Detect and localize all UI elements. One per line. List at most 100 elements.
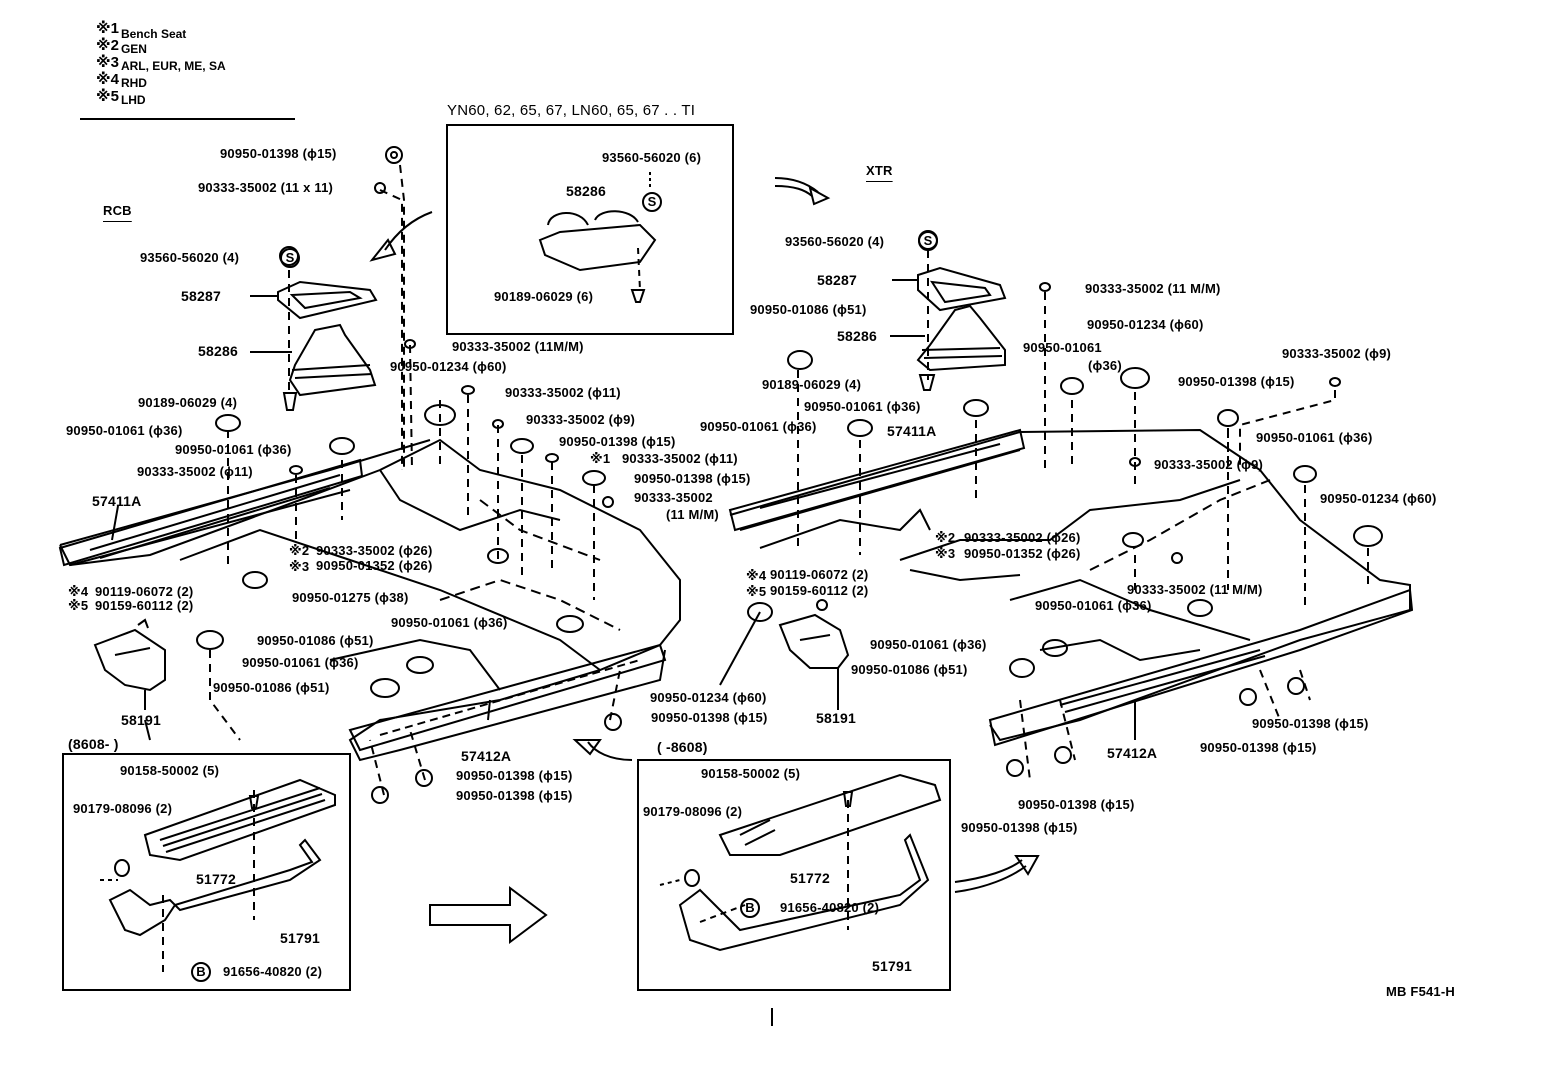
part-label: 90950-01061 (ϕ36) xyxy=(1035,598,1152,613)
part-label: 90159-60112 (2) xyxy=(770,583,869,598)
part-label: 90950-01398 (ϕ15) xyxy=(651,710,768,725)
part-label: 90950-01061 (ϕ36) xyxy=(870,637,987,652)
part-label: 51772 xyxy=(196,871,236,887)
inset-top-box xyxy=(446,124,734,335)
note-mark: ※5 xyxy=(68,598,89,613)
part-label: 90158-50002 (5) xyxy=(701,766,801,781)
right-shift-boot xyxy=(916,266,1007,372)
part-label: 90950-01086 (ϕ51) xyxy=(257,633,374,648)
s-mark-icon: S xyxy=(918,231,938,251)
part-label: 90119-06072 (2) xyxy=(95,584,194,599)
part-label: 90950-01061 (ϕ36) xyxy=(175,442,292,457)
note-mark: ※1 xyxy=(590,451,611,466)
part-label: 90333-35002 (ϕ11) xyxy=(137,464,253,479)
b-mark-icon: B xyxy=(740,898,760,918)
part-label: 91656-40820 (2) xyxy=(780,900,880,915)
part-label: 90179-08096 (2) xyxy=(73,801,173,816)
left-plugs xyxy=(137,146,622,804)
part-label: 90950-01398 (ϕ15) xyxy=(456,768,573,783)
inset-right-step xyxy=(659,773,942,952)
inset-top-boot xyxy=(538,172,657,303)
part-label: 51772 xyxy=(790,870,830,886)
inset-left-box xyxy=(62,753,351,991)
part-label: 93560-56020 (6) xyxy=(602,150,702,165)
s-mark-icon: S xyxy=(642,192,662,212)
note-mark: ※3 xyxy=(289,559,310,574)
part-label: 90333-35002 xyxy=(634,490,713,505)
part-label: 90950-01234 (ϕ60) xyxy=(390,359,507,374)
part-label: 90333-35002 (11 x 11) xyxy=(198,180,334,195)
curved-arrow-left-top xyxy=(369,211,433,262)
part-label: 90950-01352 (ϕ26) xyxy=(964,546,1081,561)
part-label: 90189-06029 (6) xyxy=(494,289,594,304)
part-label: 90950-01234 (ϕ60) xyxy=(1320,491,1437,506)
part-label: 90950-01398 (ϕ15) xyxy=(559,434,676,449)
right-sill-lower xyxy=(988,588,1414,747)
right-sill-upper xyxy=(728,428,1026,532)
part-label: 57412A xyxy=(461,748,512,764)
part-label: 90333-35002 (ϕ9) xyxy=(1154,457,1264,472)
part-label: 93560-56020 (4) xyxy=(785,234,885,249)
part-label: 90950-01398 (ϕ15) xyxy=(961,820,1078,835)
part-label: 57411A xyxy=(887,423,937,439)
part-label: 58191 xyxy=(121,712,161,728)
part-label: 90950-01398 (ϕ15) xyxy=(1252,716,1369,731)
part-label: 90333-35002 (ϕ9) xyxy=(1282,346,1392,361)
part-label: 90950-01398 (ϕ15) xyxy=(1178,374,1295,389)
part-label: 51791 xyxy=(872,958,912,974)
block-arrow-right xyxy=(429,886,548,944)
part-label: 90950-01061 (ϕ36) xyxy=(66,423,183,438)
note-mark: ※2 xyxy=(935,530,956,545)
part-label: 90950-01398 (ϕ15) xyxy=(1200,740,1317,755)
part-label: 90333-35002 (11 M/M) xyxy=(1127,582,1263,597)
part-label: (11 M/M) xyxy=(666,507,719,522)
part-label: 57412A xyxy=(1107,745,1158,761)
part-label: 90950-01398 (ϕ15) xyxy=(1018,797,1135,812)
part-label: 90333-35002 (ϕ26) xyxy=(964,530,1081,545)
part-label: 90950-01234 (ϕ60) xyxy=(1087,317,1204,332)
inset-left-step xyxy=(100,778,336,972)
part-label: 90950-01398 (ϕ15) xyxy=(456,788,573,803)
part-label: 90333-35002 (ϕ26) xyxy=(316,543,433,558)
arrow-right-inset xyxy=(954,855,1040,893)
part-label: 90950-01398 (ϕ15) xyxy=(220,146,337,161)
left-sill-lower xyxy=(348,643,667,752)
left-bracket-58191 xyxy=(93,628,166,710)
part-label: 90950-01352 (ϕ26) xyxy=(316,558,433,573)
part-label: 90333-35002 (11M/M) xyxy=(452,339,584,354)
part-label: 90950-01061 xyxy=(1023,340,1102,355)
part-label: 90950-01061 (ϕ36) xyxy=(700,419,817,434)
left-leaders xyxy=(209,164,621,796)
part-label: 90950-01275 (ϕ38) xyxy=(292,590,409,605)
note-mark: ※2 xyxy=(289,543,310,558)
section-xtr: XTR xyxy=(866,163,893,178)
part-label: 90950-01234 (ϕ60) xyxy=(650,690,767,705)
part-label: 90189-06029 (4) xyxy=(138,395,238,410)
part-label: 58287 xyxy=(817,272,857,288)
note-mark: ※4 xyxy=(68,584,89,599)
left-sill-upper xyxy=(58,458,364,567)
note-mark: ※5 xyxy=(746,584,767,599)
inset-top-title: YN60, 62, 65, 67, LN60, 65, 67 . . TI xyxy=(447,102,696,119)
curved-arrow-bottom-mid xyxy=(572,739,633,761)
part-label: 93560-56020 (4) xyxy=(140,250,240,265)
part-label: 90189-06029 (4) xyxy=(762,377,862,392)
part-label: 58286 xyxy=(566,183,606,199)
part-label: 90950-01086 (ϕ51) xyxy=(750,302,867,317)
part-label: 58286 xyxy=(837,328,877,344)
inset-right-box xyxy=(637,759,951,991)
s-mark-icon: S xyxy=(280,248,300,268)
part-label: 58286 xyxy=(198,343,238,359)
part-label: (ϕ36) xyxy=(1088,358,1122,373)
inset-left-range: (8608- ) xyxy=(68,736,119,752)
part-label: 58191 xyxy=(816,710,856,726)
inset-right-range: ( -8608) xyxy=(657,739,708,755)
part-label: 58287 xyxy=(181,288,221,304)
part-label: 90950-01061 (ϕ36) xyxy=(391,615,508,630)
part-label: 90333-35002 (ϕ11) xyxy=(622,451,738,466)
part-label: 90159-60112 (2) xyxy=(95,598,194,613)
part-label: 91656-40820 (2) xyxy=(223,964,323,979)
